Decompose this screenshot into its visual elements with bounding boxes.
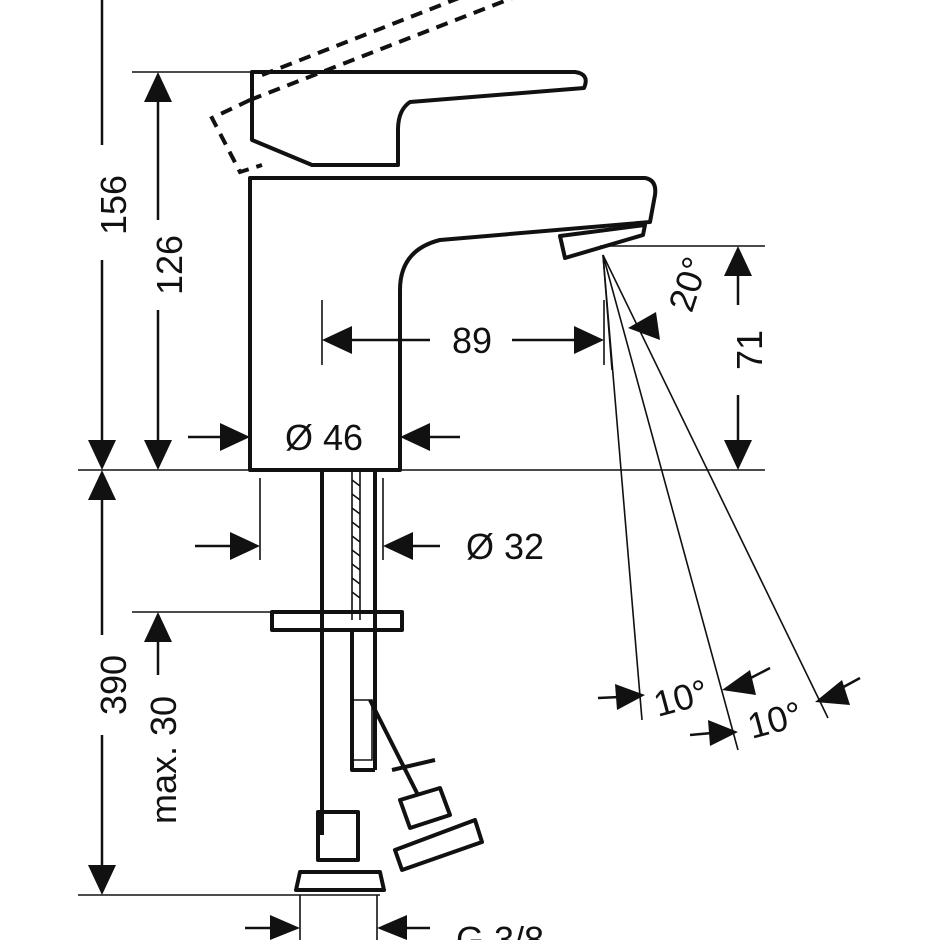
- dim-below-deck: [88, 470, 116, 895]
- label-shank-diameter: Ø 32: [466, 526, 544, 567]
- label-spout-height: 71: [729, 330, 770, 370]
- label-spray-angle-left: 10°: [649, 671, 712, 725]
- hose-fitting: [393, 786, 484, 872]
- lever-raised-dashed: [209, 0, 513, 175]
- dim-spout-height: [600, 245, 765, 470]
- dim-connection: [245, 895, 430, 940]
- mounting-plate: [270, 610, 404, 632]
- dim-body-height: [132, 71, 252, 470]
- label-spout-reach: 89: [452, 320, 492, 361]
- label-connection-thread: G 3/8: [456, 919, 544, 940]
- threaded-shank: [320, 470, 377, 835]
- flexible-hose: [368, 699, 436, 796]
- label-deck-thickness: max. 30: [143, 696, 184, 824]
- lever: [250, 70, 588, 167]
- label-total-height: 156: [93, 175, 134, 235]
- shank-fitting: [294, 810, 386, 892]
- dim-shank-diameter: [195, 478, 440, 560]
- dim-total-height: [88, 0, 116, 470]
- label-spray-angle-right: 10°: [743, 693, 806, 747]
- dim-deck-thickness: [132, 611, 272, 675]
- label-below-deck: 390: [93, 655, 134, 715]
- label-body-height: 126: [149, 235, 190, 295]
- faucet-outline: [78, 0, 765, 472]
- label-spray-angle: 20°: [660, 252, 716, 316]
- label-body-diameter: Ø 46: [285, 417, 363, 458]
- dim-body-diameter: [188, 423, 460, 451]
- dim-spray-angle: [628, 312, 660, 340]
- dim-spray-subangles: [597, 666, 861, 746]
- dim-spout-reach: [321, 300, 605, 365]
- mounting-hardware: [78, 470, 484, 896]
- faucet-body: [248, 176, 658, 472]
- aerator: [558, 223, 647, 260]
